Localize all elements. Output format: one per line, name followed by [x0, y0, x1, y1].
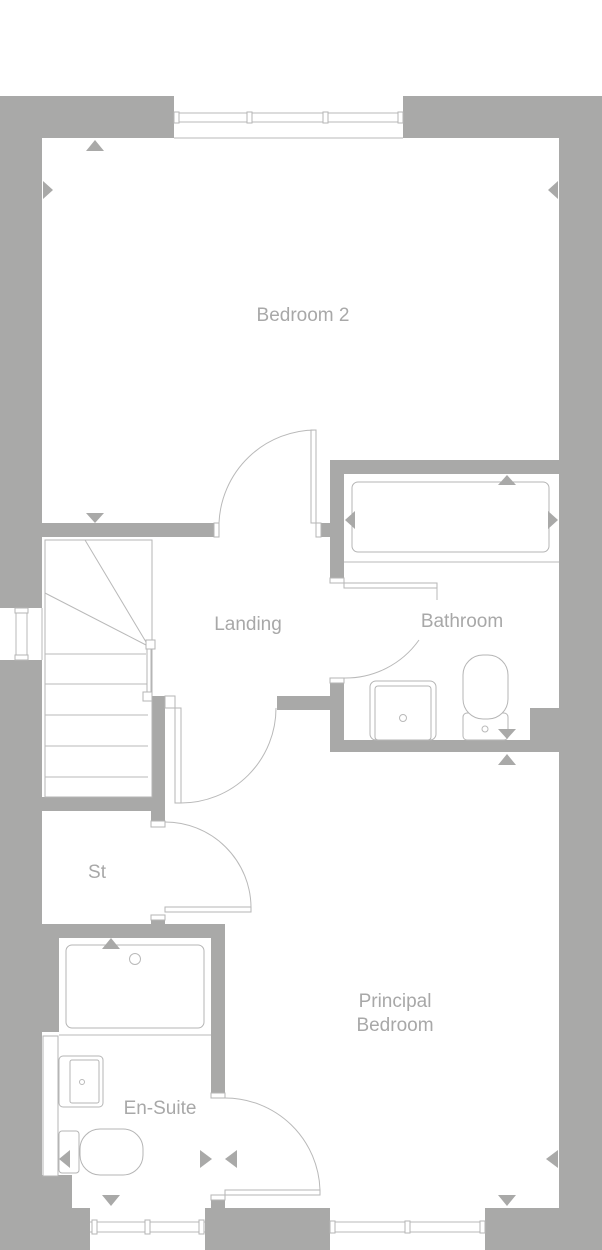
- triangle-arrow-icon: [43, 140, 558, 1206]
- room-label-bedroom-2: Bedroom 2: [256, 305, 350, 326]
- stairs-icon: [44, 539, 156, 798]
- basin-icon: [58, 1055, 104, 1108]
- room-label-principal-line1: Principal: [358, 991, 432, 1012]
- room-label-storage: St: [88, 862, 106, 883]
- toilet-icon: [462, 654, 509, 741]
- door-swing-icon: [329, 577, 438, 684]
- shower-tray-icon: [59, 944, 211, 1036]
- toilet-icon: [58, 1128, 144, 1176]
- door-swing-icon: [210, 1092, 321, 1201]
- basin-icon: [369, 680, 437, 741]
- room-label-principal-line2: Bedroom: [356, 1015, 434, 1036]
- window-icon: [90, 1208, 205, 1250]
- room-label-landing: Landing: [214, 614, 282, 635]
- room-label-en-suite: En-Suite: [123, 1098, 197, 1119]
- window-icon: [173, 96, 404, 139]
- room-label-principal-bedroom: Principal Bedroom: [330, 990, 460, 1038]
- window-icon: [0, 607, 43, 661]
- window-icon: [329, 1208, 486, 1250]
- stud-wall: [42, 1035, 59, 1177]
- outer-walls: [0, 96, 602, 1250]
- door-swing-icon: [150, 820, 252, 921]
- door-swing-icon: [213, 429, 322, 538]
- door-swing-icon: [164, 695, 277, 804]
- room-label-bathroom: Bathroom: [420, 611, 504, 632]
- bath-icon: [344, 481, 559, 563]
